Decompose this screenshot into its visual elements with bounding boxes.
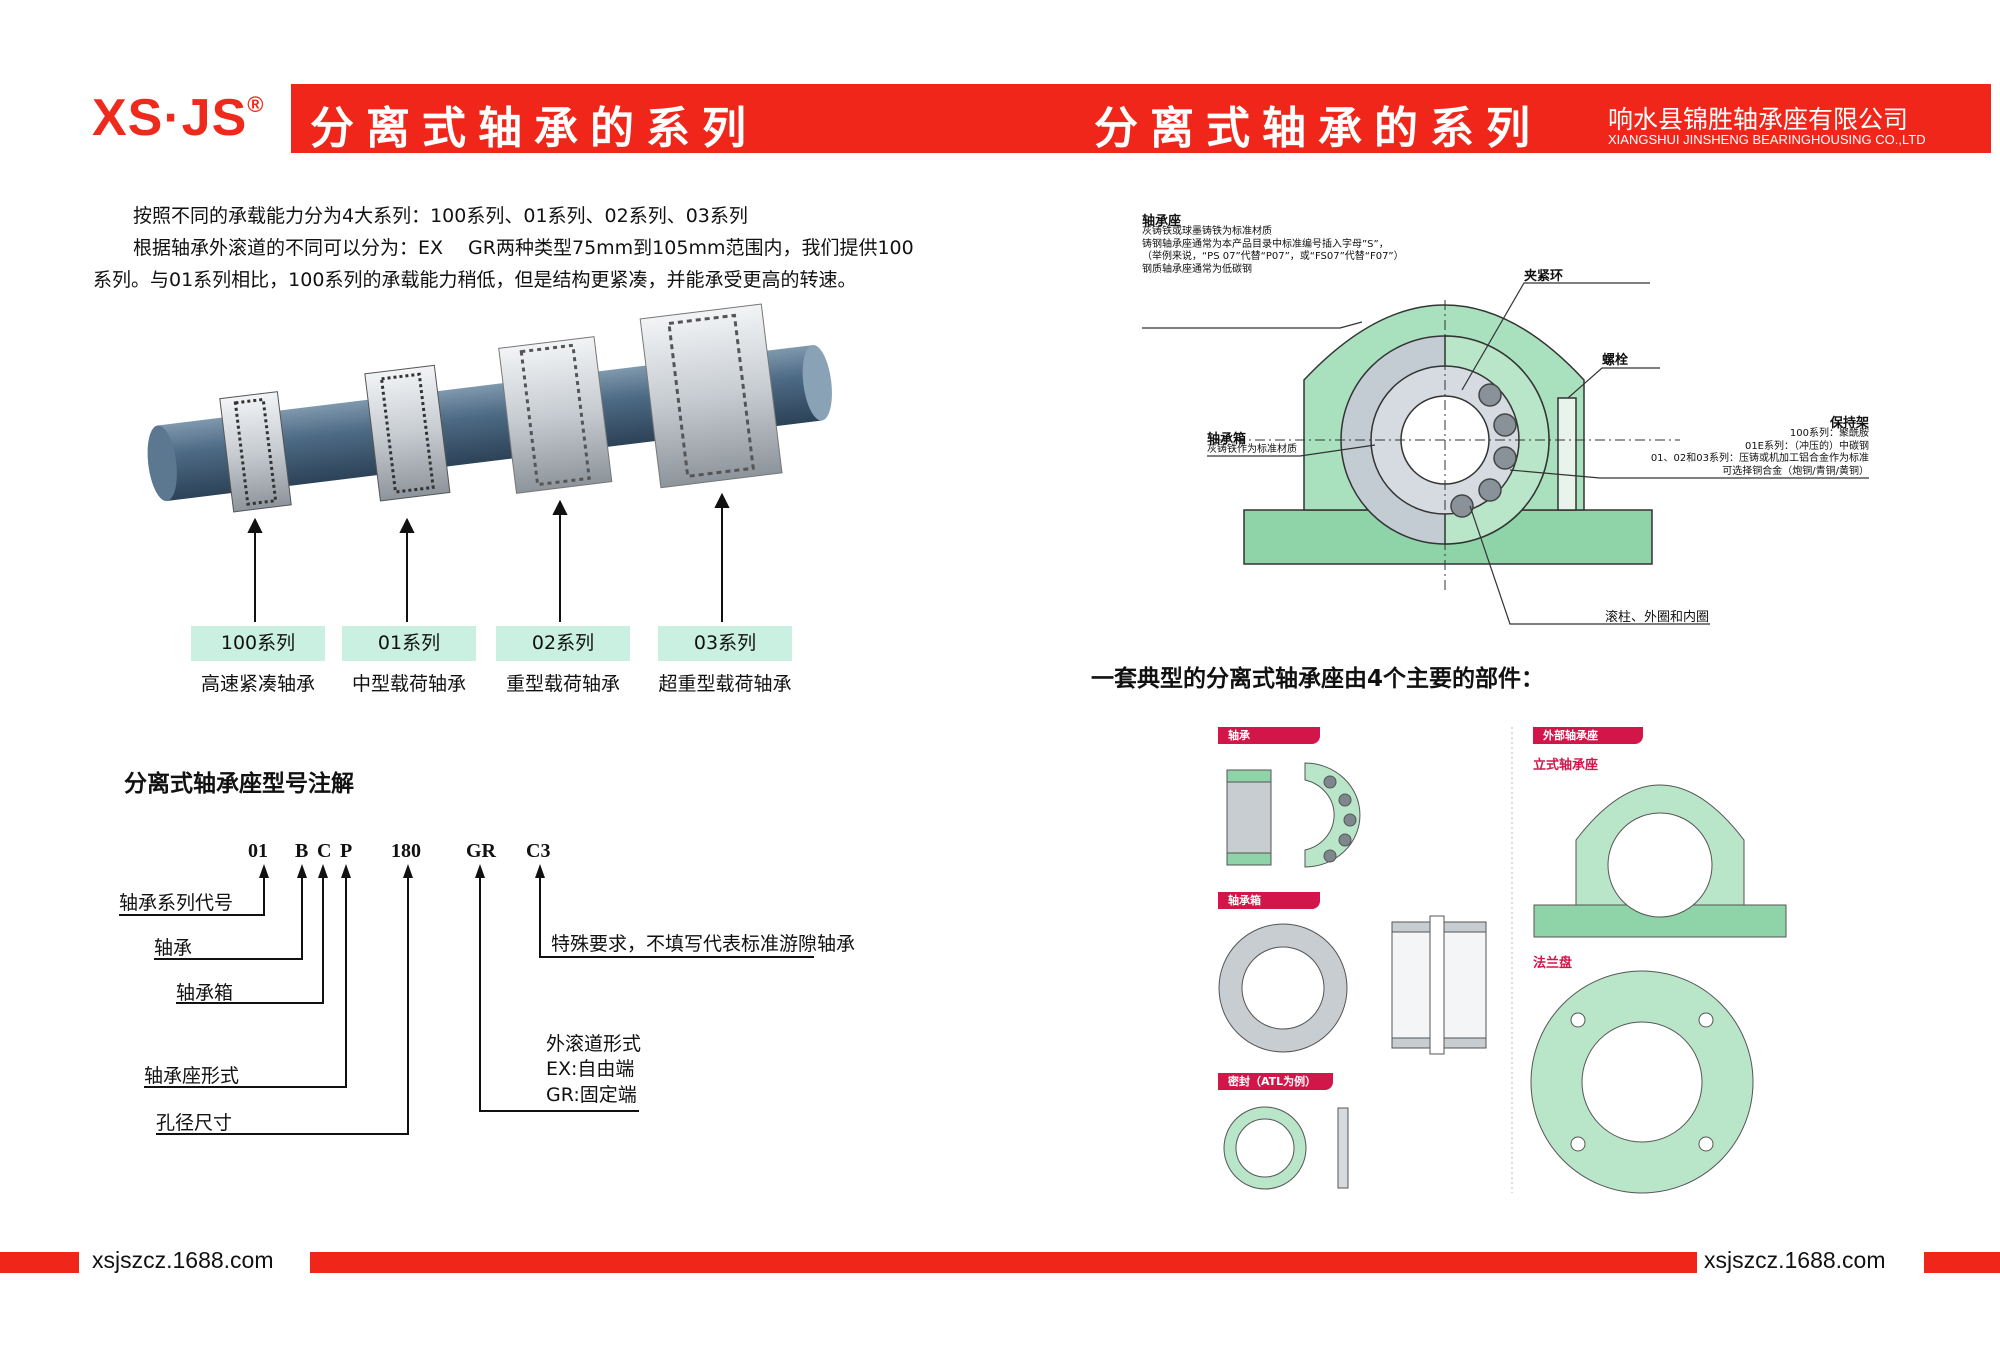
housing-note: 钢质轴承座通常为低碳钢 bbox=[1142, 263, 1252, 275]
tag-outer-housing: 外部轴承座 bbox=[1533, 727, 1643, 744]
housing-title: 轴承座 bbox=[1142, 214, 1182, 229]
pillow-block-label: 立式轴承座 bbox=[1533, 758, 1599, 773]
footer-bar-mid bbox=[310, 1252, 1697, 1273]
bolt-label: 螺栓 bbox=[1602, 353, 1629, 368]
label-ex: EX:自由端 bbox=[546, 1058, 635, 1080]
bearing-100 bbox=[219, 391, 292, 513]
flange-label: 法兰盘 bbox=[1533, 956, 1573, 971]
cage-notes: 100系列：聚酰胺 01E系列：（冲压的）中碳钢 01、02和03系列：压铸或机… bbox=[1651, 428, 1869, 478]
shaft-image bbox=[147, 303, 832, 513]
cage-note: 01E系列：（冲压的）中碳钢 bbox=[1744, 440, 1869, 452]
code-housing: P bbox=[340, 840, 353, 862]
page-title-right: 分离式轴承的系列 bbox=[1094, 103, 1542, 154]
box-label: 轴承箱 bbox=[1207, 432, 1247, 447]
footer-bar-left bbox=[0, 1252, 79, 1273]
logo: XS·JS® bbox=[92, 88, 265, 148]
intro-line-1: 按照不同的承载能力分为4大系列：100系列、01系列、02系列、03系列 bbox=[133, 205, 748, 227]
logo-text: XS·JS bbox=[92, 89, 248, 147]
footer-url-right[interactable]: xsjszcz.1688.com bbox=[1704, 1247, 1886, 1273]
series-desc-02: 重型载荷轴承 bbox=[505, 673, 620, 695]
series-label-02: 02系列 bbox=[496, 626, 630, 661]
label-series-code: 轴承系列代号 bbox=[119, 892, 234, 914]
label-bore-size: 孔径尺寸 bbox=[156, 1112, 233, 1134]
page-title-left: 分离式轴承的系列 bbox=[310, 103, 758, 154]
code-leader-lines bbox=[119, 867, 814, 1135]
tag-box: 轴承箱 bbox=[1218, 892, 1320, 909]
company-name: 响水县锦胜轴承座有限公司 bbox=[1608, 105, 1909, 134]
series-desc-100: 高速紧凑轴承 bbox=[200, 673, 315, 695]
intro-line-2: 根据轴承外滚道的不同可以分为：EX GR两种类型75mm到105mm范围内，我们… bbox=[133, 237, 914, 259]
code-arrowheads bbox=[259, 864, 545, 878]
rollers-label: 滚柱、外圈和内圈 bbox=[1605, 610, 1710, 625]
bearing-01 bbox=[364, 364, 451, 502]
company-name-en: XIANGSHUI JINSHENG BEARINGHOUSING CO.,LT… bbox=[1608, 132, 1926, 147]
bearing-02 bbox=[498, 336, 613, 494]
label-bearing: 轴承 bbox=[154, 937, 193, 959]
footer-bar-right bbox=[1924, 1252, 2000, 1273]
series-desc-01: 中型载荷轴承 bbox=[351, 673, 466, 695]
code-bearing: B bbox=[295, 840, 309, 862]
code-raceway: GR bbox=[466, 840, 496, 862]
housing-note: 灰铸铁或球墨铸铁为标准材质 bbox=[1142, 226, 1272, 237]
clamp-ring-label: 夹紧环 bbox=[1524, 269, 1564, 284]
housing-note: （举例来说，“PS 07”代替“P07”，或“FS07”代替“F07”） bbox=[1142, 251, 1404, 262]
code-bore: 180 bbox=[391, 840, 421, 862]
code-special: C3 bbox=[526, 840, 551, 862]
series-desc-03: 超重型载荷轴承 bbox=[658, 673, 792, 695]
cage-note: 100系列：聚酰胺 bbox=[1789, 428, 1869, 439]
footer-url-left[interactable]: xsjszcz.1688.com bbox=[92, 1247, 274, 1273]
code-series: 01 bbox=[248, 840, 268, 862]
intro-line-3: 系列。与01系列相比，100系列的承载能力稍低，但是结构更紧凑，并能承受更高的转… bbox=[93, 269, 857, 291]
tag-seal: 密封（ATL为例） bbox=[1218, 1073, 1333, 1090]
cage-label: 保持架 bbox=[1829, 416, 1869, 431]
cage-note: 可选择铜合金（炮铜/青铜/黄铜） bbox=[1722, 465, 1869, 477]
series-label-100: 100系列 bbox=[191, 626, 325, 661]
series-label-03: 03系列 bbox=[658, 626, 792, 661]
series-label-01: 01系列 bbox=[342, 626, 476, 661]
header-band bbox=[291, 84, 1991, 153]
label-gr: GR:固定端 bbox=[546, 1084, 637, 1106]
label-housing-type: 轴承座形式 bbox=[144, 1065, 240, 1087]
components-title: 一套典型的分离式轴承座由4个主要的部件： bbox=[1091, 666, 1545, 692]
pillow-block-diagram bbox=[1142, 282, 1869, 625]
housing-note: 铸钢轴承座通常为本产品目录中标准编号插入字母”S”， bbox=[1142, 238, 1389, 250]
box-note: 灰铸铁作为标准材质 bbox=[1207, 444, 1297, 455]
label-raceway: 外滚道形式 bbox=[546, 1033, 642, 1055]
bearing-03 bbox=[639, 303, 783, 489]
component-drawings bbox=[1218, 762, 1787, 1194]
model-title: 分离式轴承座型号注解 bbox=[124, 771, 354, 797]
label-box: 轴承箱 bbox=[176, 982, 234, 1004]
label-special: 特殊要求，不填写代表标准游隙轴承 bbox=[551, 933, 856, 955]
series-arrows bbox=[247, 492, 730, 622]
tag-bearing: 轴承 bbox=[1218, 727, 1320, 744]
registered-mark: ® bbox=[247, 92, 265, 117]
cage-note: 01、02和03系列：压铸或机加工铝合金作为标准 bbox=[1650, 453, 1869, 464]
code-box: C bbox=[317, 840, 332, 862]
housing-notes: 灰铸铁或球墨铸铁为标准材质 铸钢轴承座通常为本产品目录中标准编号插入字母”S”，… bbox=[1142, 226, 1404, 276]
